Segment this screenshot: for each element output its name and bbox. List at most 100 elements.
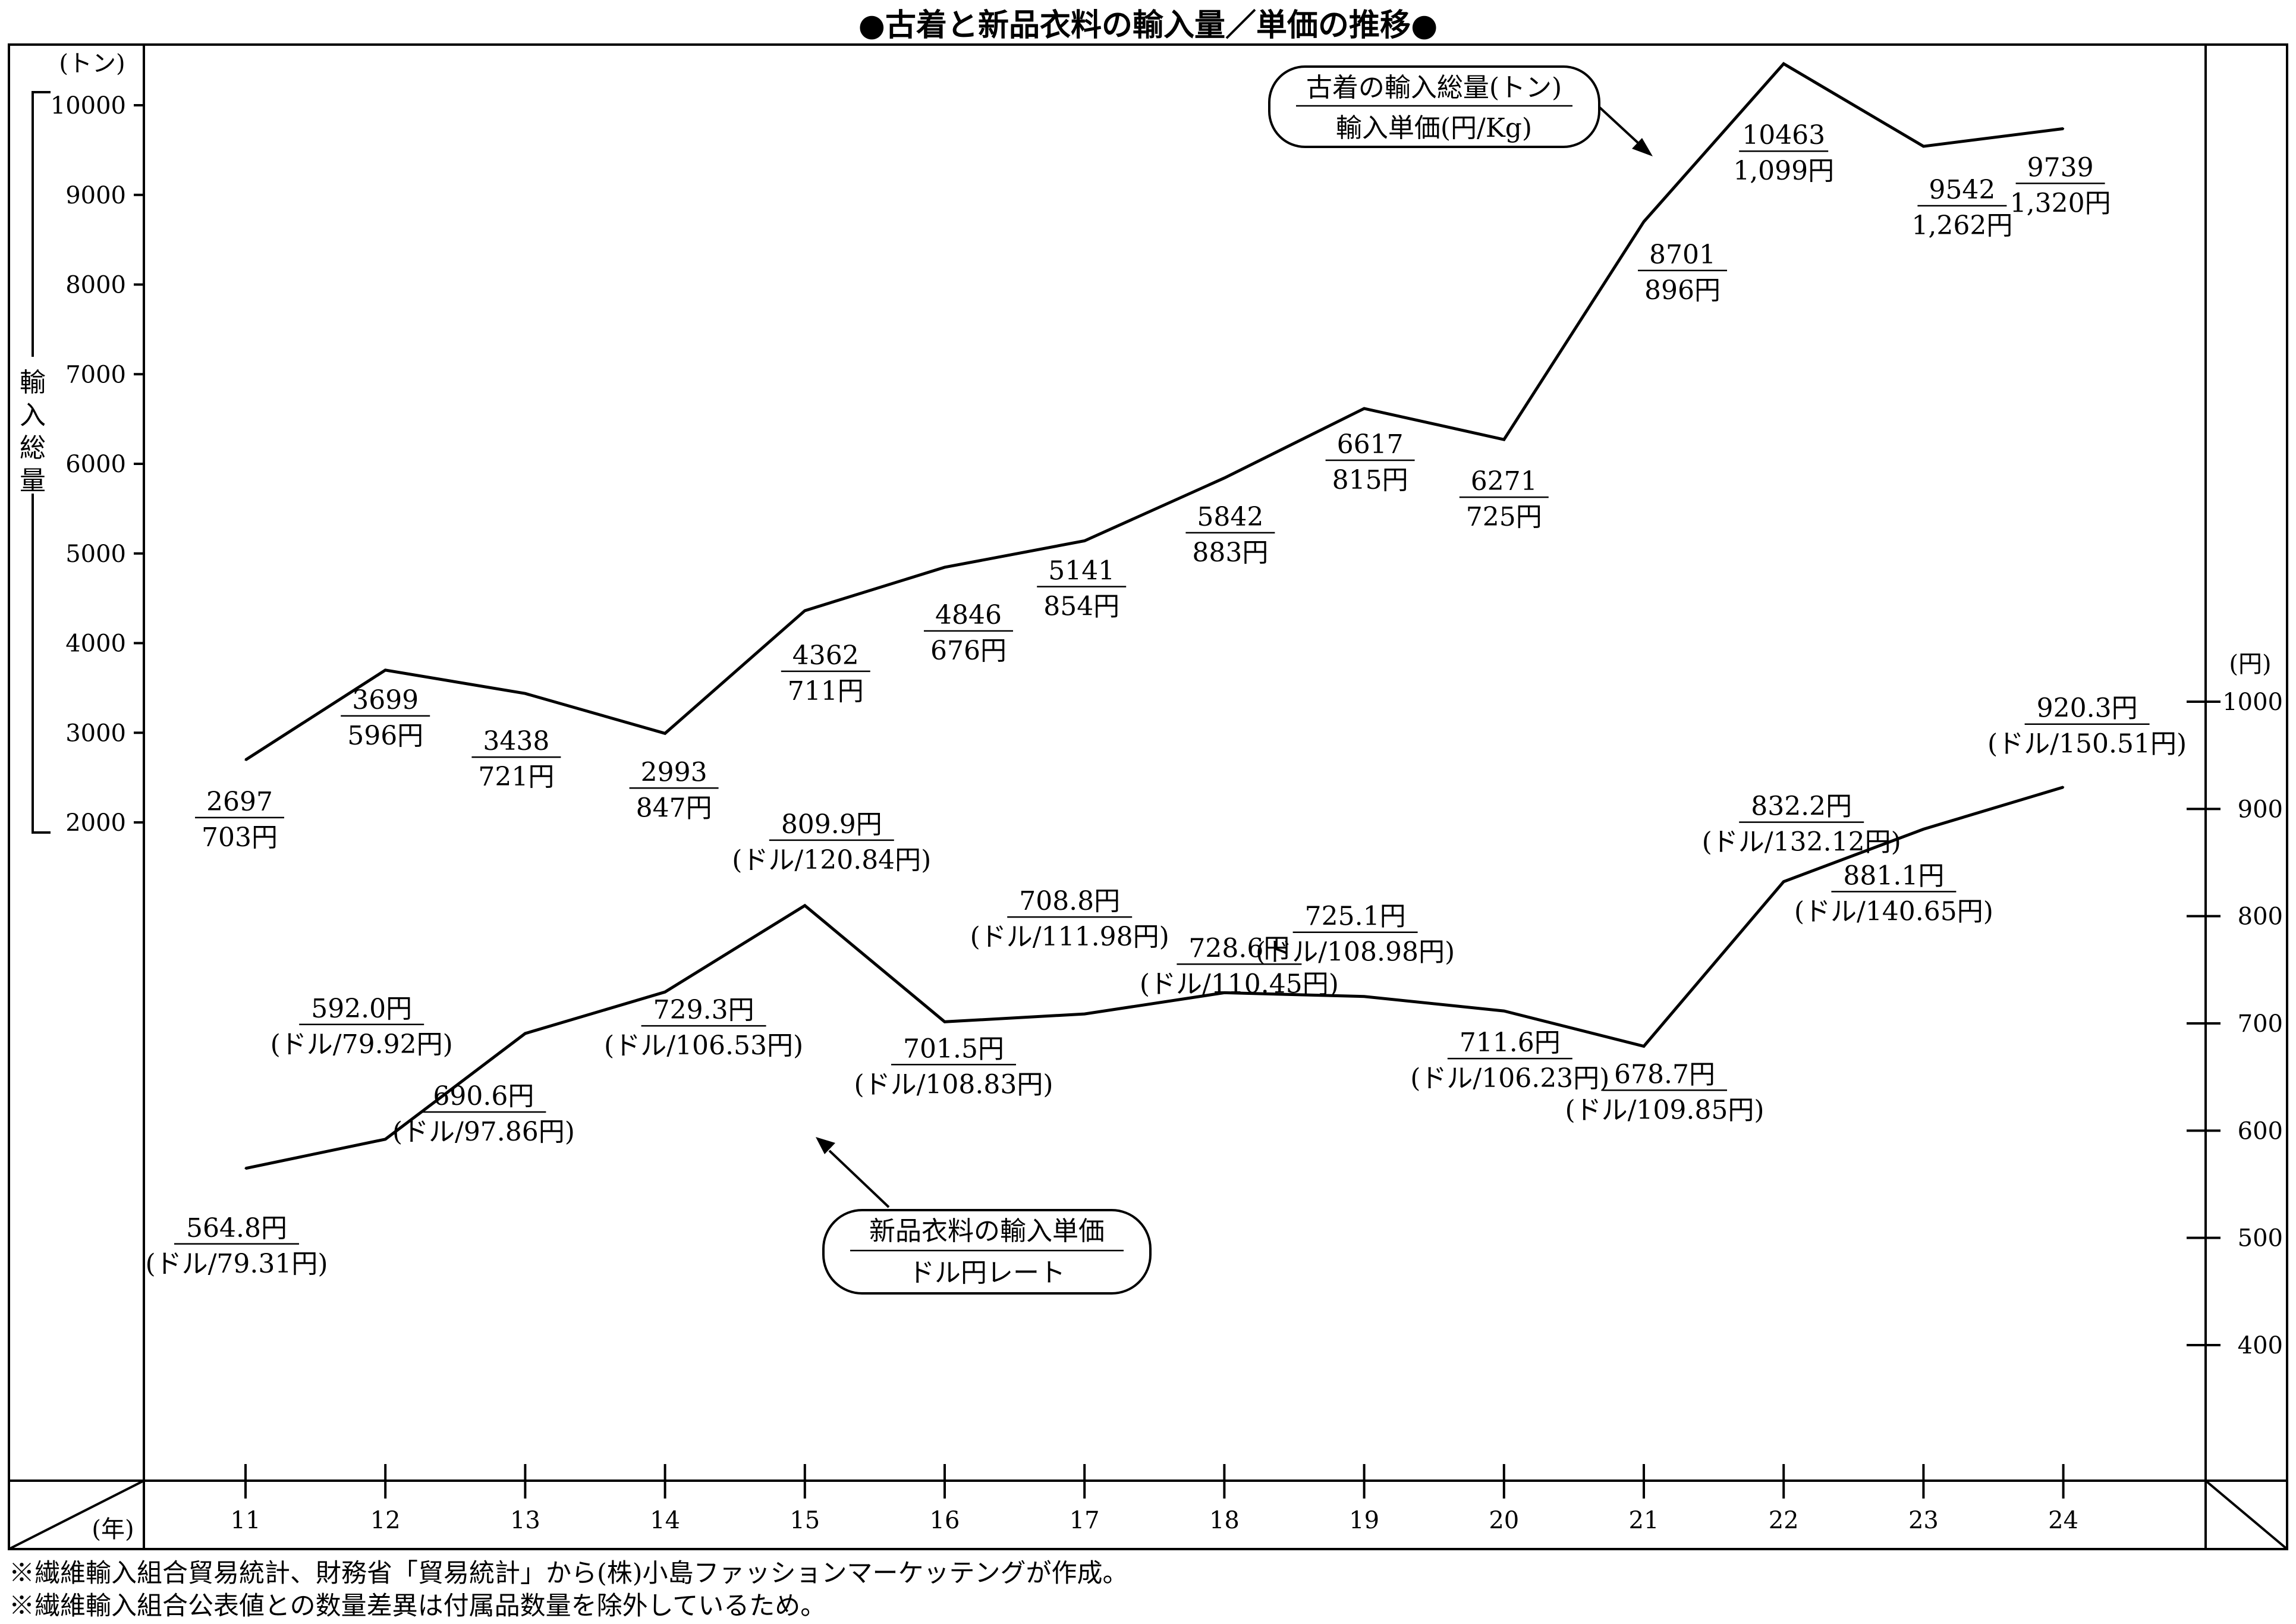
used-point: [244, 759, 247, 761]
left-axis-label-char: 入: [20, 400, 46, 431]
used-label-bottom: 854円: [1043, 591, 1119, 621]
right-axis-tick-label: 700: [2238, 1010, 2283, 1038]
new-label-top: 711.6円: [1460, 1028, 1561, 1058]
legend-used-arrow: [1598, 106, 1639, 144]
used-label-bottom: 721円: [478, 762, 554, 792]
new-point: [524, 1032, 526, 1035]
new-label-bottom: (ドル/97.86円): [392, 1117, 575, 1147]
new-label-bottom: (ドル/108.83円): [854, 1069, 1053, 1100]
used-point: [1922, 145, 1924, 147]
right-axis-tick-label: 500: [2238, 1225, 2283, 1252]
legend-new-callout: 新品衣料の輸入単価 ドル円レート: [816, 1137, 1152, 1295]
x-axis-tick-label: 11: [231, 1507, 261, 1534]
left-axis-label-char: 総: [20, 433, 46, 463]
legend-new-top: 新品衣料の輸入単価: [869, 1216, 1105, 1246]
new-point: [1922, 828, 1924, 830]
used-label-top: 3438: [483, 726, 549, 756]
x-axis-unit: (年): [92, 1516, 134, 1543]
legend-new-bottom: ドル円レート: [908, 1258, 1065, 1288]
used-point: [943, 566, 946, 568]
used-label-bottom: 1,099円: [1733, 156, 1834, 186]
x-axis-tick-label: 24: [2048, 1507, 2078, 1534]
x-axis-tick-label: 20: [1489, 1507, 1519, 1534]
used-point: [524, 692, 526, 695]
new-label-bottom: (ドル/150.51円): [1987, 729, 2187, 759]
new-point: [1643, 1045, 1645, 1047]
new-point: [943, 1020, 946, 1023]
used-label-top: 2697: [206, 787, 273, 817]
new-label-bottom: (ドル/106.23円): [1410, 1063, 1609, 1094]
legend-used-top: 古着の輸入総量(トン): [1306, 73, 1562, 103]
legend-used-arrow-head: [1632, 138, 1653, 156]
used-label-top: 4846: [935, 600, 1002, 630]
left-axis-tick-label: 8000: [65, 272, 126, 299]
used-label-top: 9542: [1929, 175, 1995, 205]
legend-new-arrow-head: [816, 1137, 835, 1154]
legend-new-arrow: [828, 1149, 890, 1208]
used-label-bottom: 703円: [202, 822, 278, 853]
used-label-top: 3699: [352, 685, 419, 715]
new-label-bottom: (ドル/110.45円): [1140, 969, 1339, 999]
new-label-bottom: (ドル/109.85円): [1565, 1095, 1764, 1125]
new-label-top: 809.9円: [781, 809, 882, 840]
used-label-bottom: 847円: [636, 793, 712, 823]
used-label-top: 5141: [1048, 555, 1115, 586]
new-point: [244, 1167, 247, 1170]
chart-frame: [8, 43, 2288, 1550]
used-label-bottom: 883円: [1192, 538, 1268, 568]
x-axis-tick-label: 16: [930, 1507, 960, 1534]
left-axis-tick-label: 2000: [65, 809, 126, 837]
x-axis-tick-label: 22: [1769, 1507, 1799, 1534]
footnote-1: ※繊維輸入組合貿易統計、財務省「貿易統計」から(株)小島ファッションマーケッテン…: [9, 1559, 1128, 1588]
used-label-top: 10463: [1742, 120, 1825, 150]
new-label-top: 678.7円: [1614, 1059, 1715, 1089]
left-axis-tick-label: 6000: [65, 451, 126, 478]
new-label-bottom: (ドル/106.53円): [604, 1031, 803, 1061]
x-axis-tick-label: 13: [510, 1507, 540, 1534]
left-axis-tick-label: 5000: [65, 541, 126, 568]
footnote-2: ※繊維輸入組合公表値との数量差異は付属品数量を除外しているため。: [9, 1591, 826, 1621]
used-label-top: 9739: [2027, 152, 2094, 183]
new-label-top: 832.2円: [1751, 791, 1852, 822]
chart-title: ●古着と新品衣料の輸入量／単価の推移●: [858, 7, 1438, 43]
used-label-bottom: 596円: [347, 721, 423, 751]
right-axis-tick-label: 400: [2238, 1332, 2283, 1359]
right-axis-unit: (円): [2229, 651, 2271, 678]
right-axis-tick-label: 800: [2238, 903, 2283, 931]
used-point: [1643, 221, 1645, 223]
used-point: [1083, 539, 1086, 542]
new-label-bottom: (ドル/108.98円): [1256, 937, 1455, 968]
new-point: [2062, 786, 2065, 789]
used-point: [804, 610, 806, 612]
left-axis-tick-label: 7000: [65, 361, 126, 388]
new-line: [245, 786, 2064, 1170]
used-label-bottom: 676円: [930, 636, 1007, 666]
left-axis-unit: (トン): [59, 50, 125, 77]
new-label-top: 701.5円: [903, 1034, 1004, 1064]
legend-used-callout: 古着の輸入総量(トン) 輸入単価(円/Kg): [1268, 65, 1653, 156]
x-axis-tick-label: 19: [1349, 1507, 1379, 1534]
left-axis-label-char: 量: [20, 466, 46, 496]
new-label-top: 920.3円: [2037, 693, 2138, 724]
new-point: [1503, 1010, 1505, 1012]
used-label-top: 6617: [1337, 429, 1404, 460]
used-label-bottom: 896円: [1644, 275, 1721, 306]
new-point: [384, 1138, 386, 1141]
used-point: [1363, 407, 1366, 410]
new-point: [804, 904, 806, 907]
right-axis-tick-label: 1000: [2222, 689, 2283, 716]
used-point: [384, 669, 386, 671]
new-label-top: 729.3円: [653, 995, 754, 1025]
new-label-top: 592.0円: [311, 994, 412, 1024]
x-axis-tick-label: 14: [650, 1507, 680, 1534]
used-label-bottom: 711円: [788, 676, 864, 706]
used-point: [1782, 62, 1785, 65]
used-label-top: 6271: [1471, 466, 1537, 497]
x-axis-tick-label: 12: [370, 1507, 401, 1534]
used-point: [2062, 127, 2065, 130]
series-new-clothing-unit-price: 564.8円(ドル/79.31円)592.0円(ドル/79.92円)690.6円…: [145, 693, 2187, 1279]
used-point: [1503, 438, 1505, 441]
used-point: [1223, 477, 1225, 479]
